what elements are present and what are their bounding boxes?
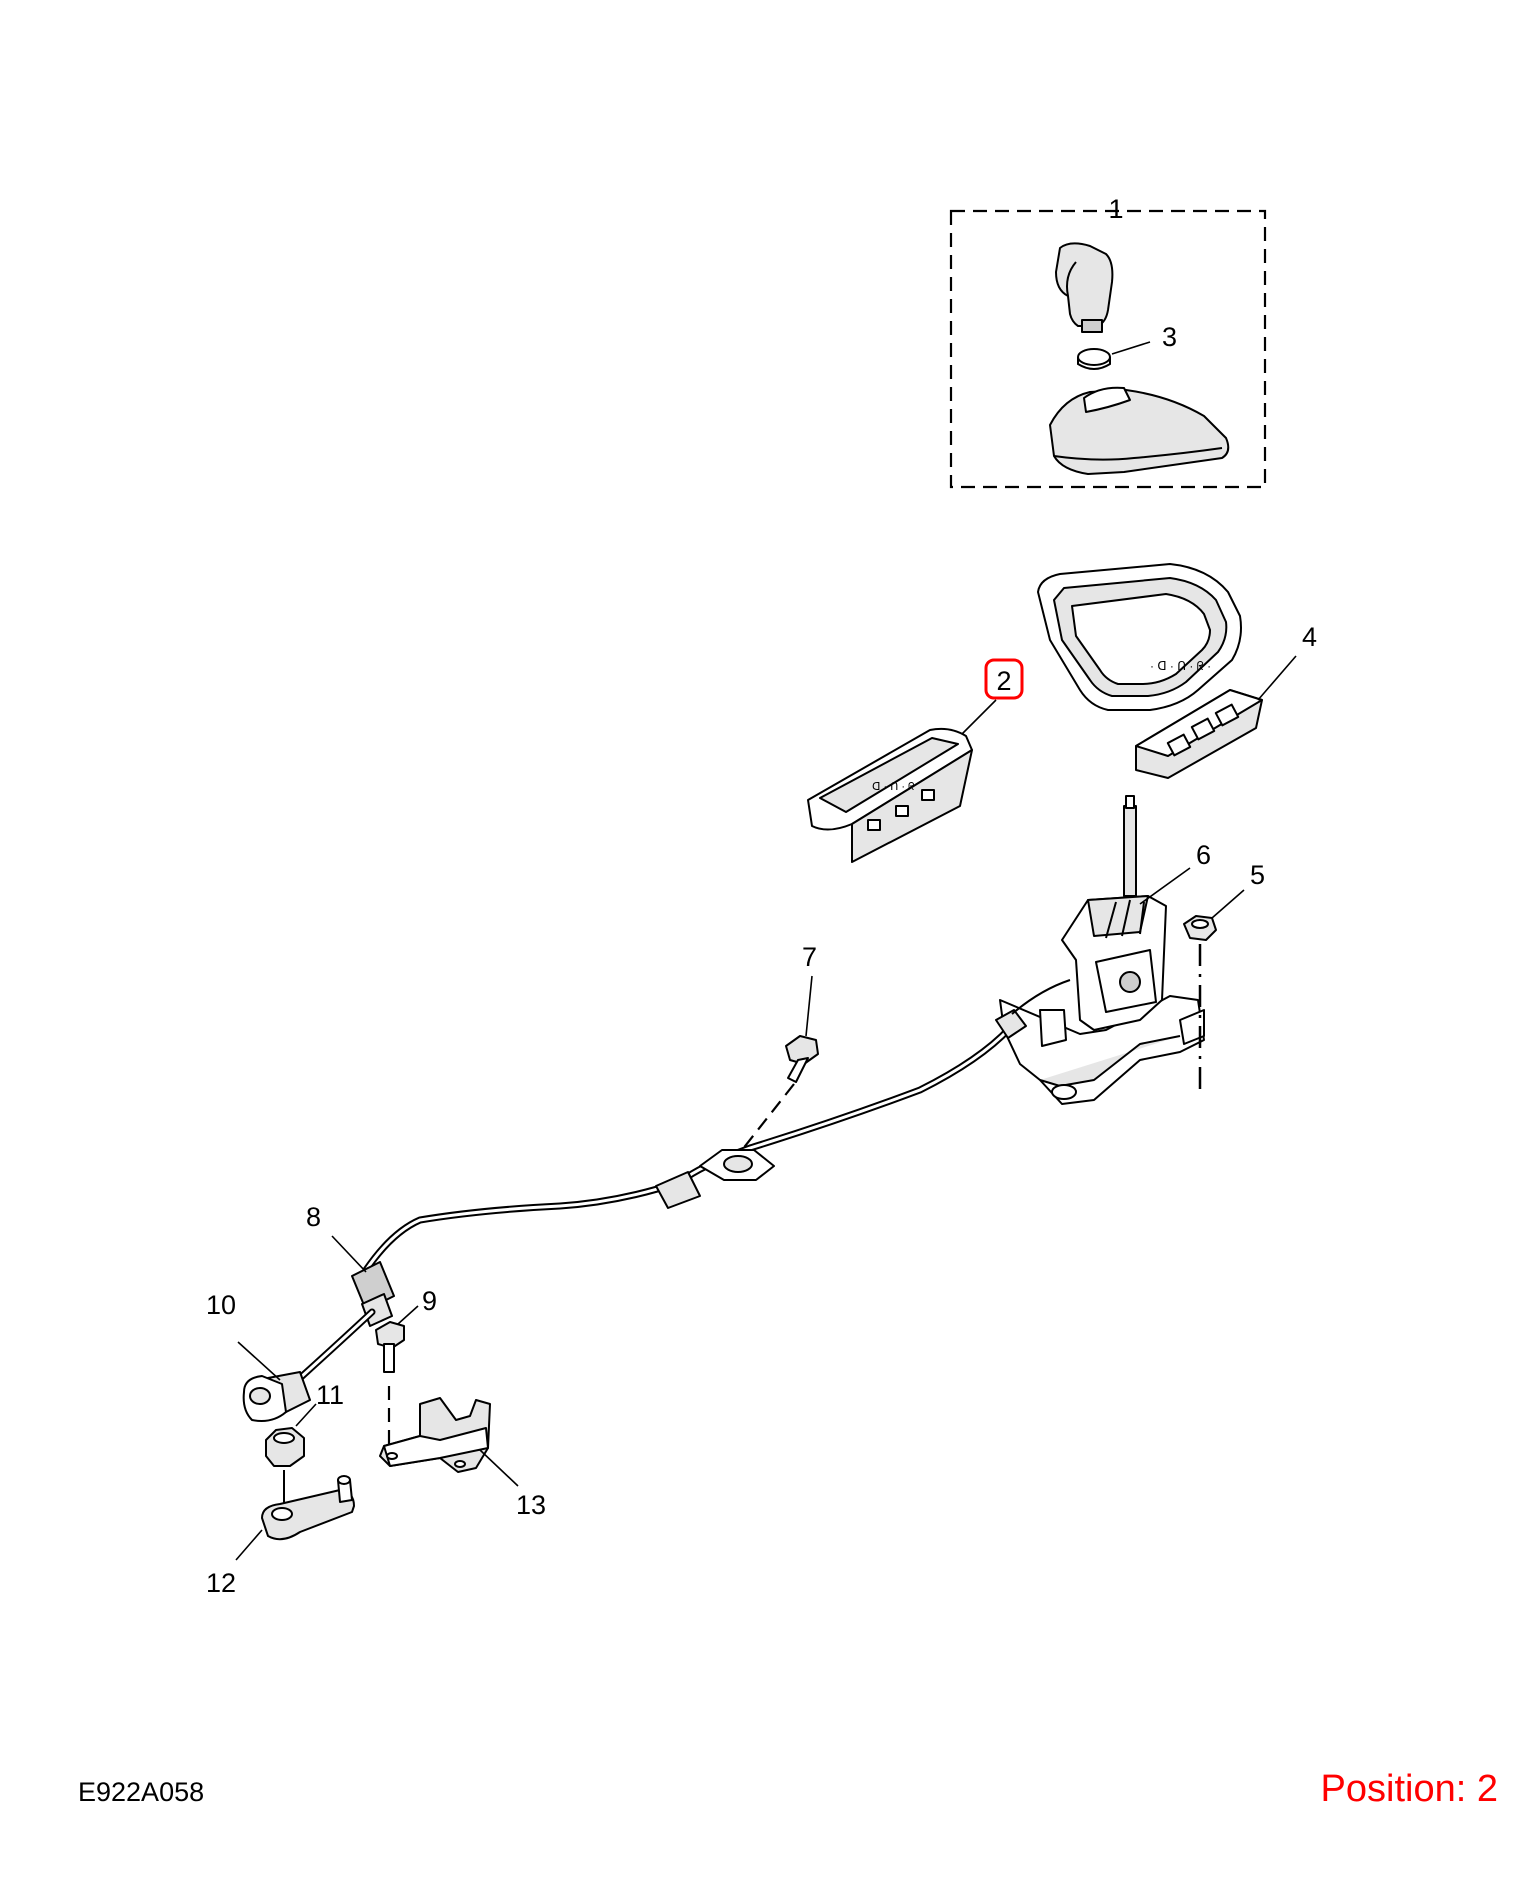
leader-2 <box>961 699 997 735</box>
leader-9 <box>397 1305 419 1325</box>
callout-11[interactable]: 11 <box>316 1380 344 1410</box>
leader-5 <box>1211 889 1245 919</box>
drawing-code: E922A058 <box>78 1777 205 1807</box>
callout-6[interactable]: 6 <box>1196 840 1211 870</box>
callout-2[interactable]: 2 <box>996 666 1011 696</box>
gear-shifter-mechanism[interactable] <box>999 795 1205 1105</box>
selector-switch-module[interactable] <box>1135 689 1263 779</box>
kit-dashed-box <box>949 209 1267 489</box>
centerline-7 <box>741 1083 795 1151</box>
svg-text:ᗡ · ᑎ · ᖇ: ᗡ · ᑎ · ᖇ <box>872 781 915 793</box>
leader-10 <box>237 1341 281 1381</box>
leader-7 <box>805 975 813 1037</box>
gear-shift-cable[interactable] <box>296 979 1071 1382</box>
leader-13 <box>479 1449 519 1487</box>
callout-10[interactable]: 10 <box>206 1290 236 1320</box>
leader-8 <box>331 1235 367 1273</box>
bolt-upper-group: 7 <box>785 942 819 1083</box>
position-readout: Position: 2 <box>1320 1768 1498 1810</box>
bolt-lower-group: 9 <box>375 1286 437 1450</box>
cable-bracket[interactable] <box>379 1397 491 1473</box>
cable-end-bushing[interactable] <box>242 1371 311 1422</box>
leader-11 <box>295 1403 317 1427</box>
selector-lever[interactable] <box>261 1475 355 1541</box>
selected-callout-highlight <box>984 658 1024 700</box>
callout-9[interactable]: 9 <box>422 1286 437 1316</box>
mounting-bolt-lower[interactable] <box>375 1321 405 1373</box>
retaining-clip[interactable] <box>1077 348 1111 370</box>
callout-13[interactable]: 13 <box>516 1490 546 1520</box>
leader-3 <box>1111 341 1151 355</box>
cable-end-group: 10 <box>206 1290 311 1422</box>
shifter-bezel-assembly: · ᗡ · ᑎ · ᖇ · 4 <box>1037 563 1317 779</box>
callout-8[interactable]: 8 <box>306 1202 321 1232</box>
hex-nut-lower[interactable] <box>265 1427 305 1467</box>
shift-cable-group: 8 <box>296 979 1071 1382</box>
leader-12 <box>235 1529 263 1561</box>
callout-5[interactable]: 5 <box>1250 860 1265 890</box>
shift-boot[interactable] <box>1049 386 1230 475</box>
leader-6 <box>1139 867 1191 905</box>
shifter-trim-bezel[interactable]: · ᗡ · ᑎ · ᖇ · <box>1037 563 1242 711</box>
hex-nut-upper[interactable] <box>1183 915 1217 941</box>
lever-group: 12 <box>206 1475 355 1598</box>
kit-box-group: 1 3 <box>949 194 1267 489</box>
callout-4[interactable]: 4 <box>1302 622 1317 652</box>
callout-3[interactable]: 3 <box>1162 322 1177 352</box>
callout-1[interactable]: 1 <box>1108 194 1123 224</box>
bracket-group: 13 <box>379 1397 546 1520</box>
gear-indicator-group: ᗡ · ᑎ · ᖇ 2 <box>807 658 1024 863</box>
callout-7[interactable]: 7 <box>802 942 817 972</box>
nut-lower-group: 11 <box>265 1380 344 1510</box>
mounting-bolt-upper[interactable] <box>785 1035 819 1083</box>
shifter-mechanism-group: 6 5 <box>999 795 1265 1105</box>
callout-12[interactable]: 12 <box>206 1568 236 1598</box>
shift-knob[interactable] <box>1055 242 1114 333</box>
svg-text:· ᗡ · ᑎ · ᖇ ·: · ᗡ · ᑎ · ᖇ · <box>1150 659 1211 673</box>
gear-position-indicator[interactable]: ᗡ · ᑎ · ᖇ <box>807 727 973 863</box>
leader-4 <box>1257 655 1297 701</box>
